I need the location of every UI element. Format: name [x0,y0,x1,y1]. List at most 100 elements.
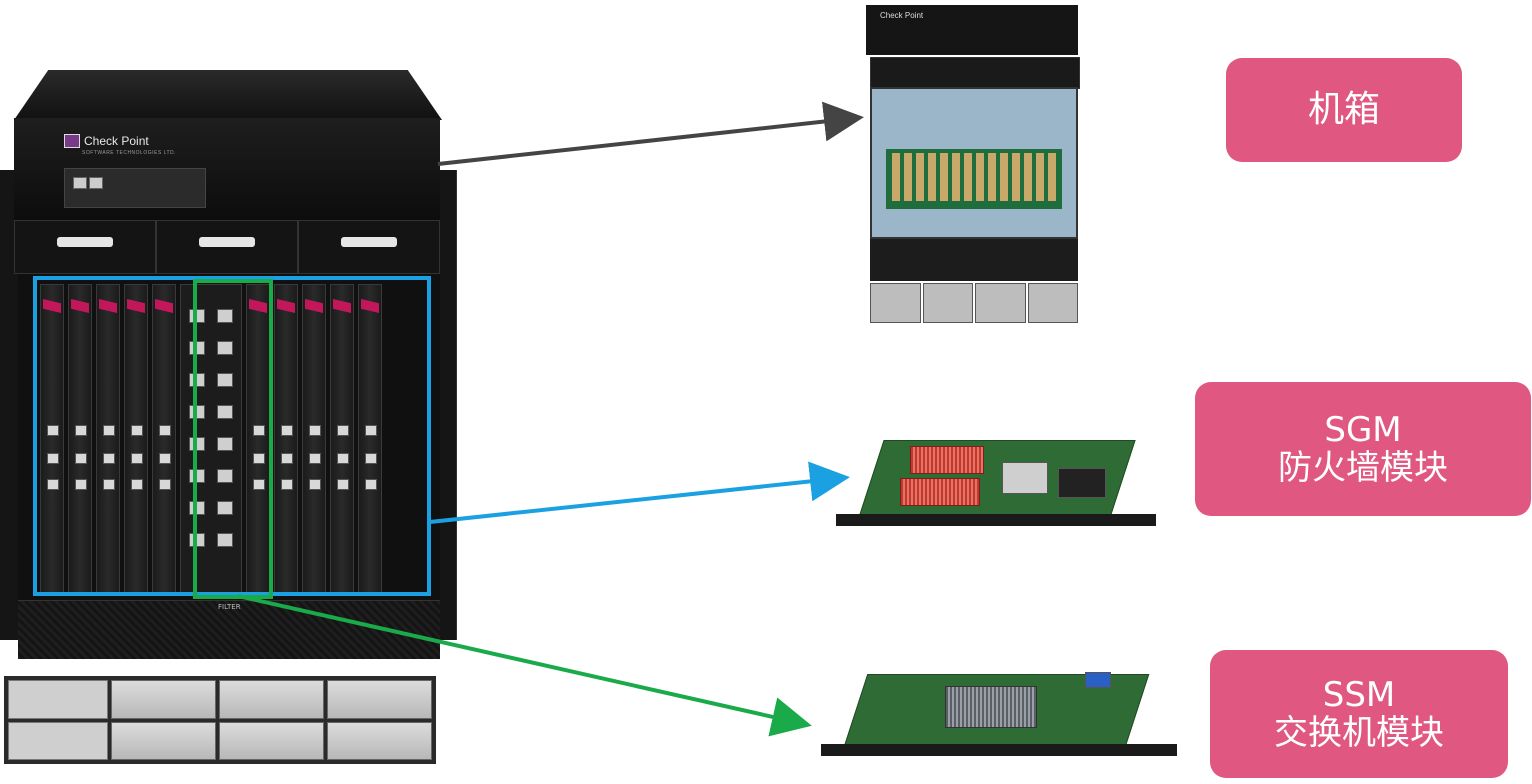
ethernet-port-icon [75,479,87,490]
chassis-photo-brand: Check Point [880,11,924,20]
sgm-board-photo [830,430,1160,545]
backplane-connector [916,153,924,201]
backplane [886,149,1062,209]
brand-subtitle: SOFTWARE TECHNOLOGIES LTD. [82,150,177,156]
backplane-connector [940,153,948,201]
fan-tray [298,220,440,274]
ethernet-port-icon [365,453,377,464]
ethernet-port-icon [75,453,87,464]
connector [1085,672,1111,688]
sgm-arrow [429,461,850,524]
sfp-port-icon [217,469,233,483]
ethernet-port-icon [103,479,115,490]
backplane-connector [1048,153,1056,201]
ethernet-port-icon [47,479,59,490]
blade-tab [43,299,61,313]
power-supply [111,680,216,719]
sgm-blade [330,284,354,596]
heatsink [910,446,984,474]
chassis-photo-psu [870,283,1078,323]
ethernet-port-icon [253,425,265,436]
power-supply [922,283,973,323]
ethernet-port-icon [131,425,143,436]
ethernet-port-icon [253,453,265,464]
blade-tab [277,299,295,313]
fan-tray [156,220,298,274]
blade-tab [155,299,173,313]
power-supply [327,721,432,760]
backplane-connector [1012,153,1020,201]
ethernet-port-icon [337,479,349,490]
chassis-label: 机箱 [1226,58,1462,162]
management-panel [64,168,206,208]
sfp-port-icon [217,309,233,323]
ethernet-port-icon [337,453,349,464]
heatsink [945,686,1037,728]
ethernet-port-icon [47,453,59,464]
faceplate [836,514,1156,526]
ethernet-port-icon [159,479,171,490]
backplane-connector [892,153,900,201]
fan-tray [14,220,156,274]
chassis-arrow [437,101,864,166]
brand-name: Check Point [84,134,149,148]
blade-tab [127,299,145,313]
power-supply [111,721,216,760]
sfp-port-icon [217,437,233,451]
backplane-connector [964,153,972,201]
ethernet-port-icon [103,453,115,464]
backplane-connector [988,153,996,201]
ethernet-port-icon [337,425,349,436]
sfp-port-icon [217,373,233,387]
sgm-blade [124,284,148,596]
power-supply [870,283,921,323]
ssm-label-title: SSM [1322,674,1396,715]
ethernet-port-icon [365,425,377,436]
main-chassis-image: Check Point SOFTWARE TECHNOLOGIES LTD. F… [0,70,457,764]
mgmt-port-icon [89,177,103,189]
blade-tab [249,299,267,313]
sfp-port-icon [217,341,233,355]
ethernet-port-icon [159,425,171,436]
ssm-label-subtitle: 交换机模块 [1274,713,1444,753]
blade-tab [99,299,117,313]
sgm-blade [40,284,64,596]
ethernet-port-icon [309,479,321,490]
sgm-blade [152,284,176,596]
backplane-connector [1036,153,1044,201]
ethernet-port-icon [131,453,143,464]
blade-slot-bay [18,274,440,604]
chassis-photo-fans [870,57,1080,89]
ethernet-port-icon [75,425,87,436]
ethernet-port-icon [365,479,377,490]
heatsink [900,478,980,506]
power-supply-row [4,676,436,764]
sgm-label: SGM 防火墙模块 [1195,382,1531,516]
ethernet-port-icon [253,479,265,490]
power-supply [219,680,324,719]
ethernet-port-icon [103,425,115,436]
blade-tab [361,299,379,313]
blade-tab [305,299,323,313]
ethernet-port-icon [131,479,143,490]
sfp-port-icon [217,533,233,547]
power-supply [1027,283,1078,323]
ethernet-port-icon [281,425,293,436]
sgm-blade [68,284,92,596]
filter-panel: FILTER [18,600,440,659]
ethernet-port-icon [47,425,59,436]
sgm-blade [96,284,120,596]
sgm-label-subtitle: 防火墙模块 [1278,448,1448,488]
ethernet-port-icon [281,453,293,464]
drive [1002,462,1048,494]
power-supply [327,680,432,719]
blade-tab [333,299,351,313]
filter-label: FILTER [218,603,241,611]
faceplate [821,744,1177,756]
fan-tray-row [14,220,440,274]
ethernet-port-icon [281,479,293,490]
ssm-highlight-box [193,279,273,599]
sgm-blade [274,284,298,596]
chassis-roof [14,70,442,120]
